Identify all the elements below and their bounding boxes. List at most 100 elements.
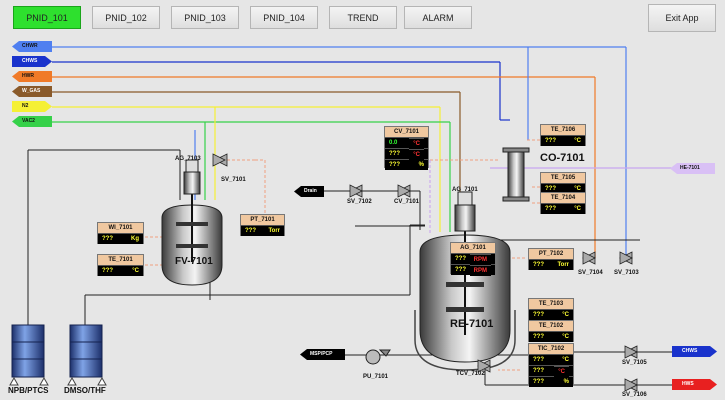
sv-7106-label: SV_7106 [622, 392, 647, 398]
te-7103-unit: °C [562, 312, 569, 318]
ag-7103-label: AG_7103 [175, 156, 201, 162]
fv-7101-label: FV-7101 [175, 256, 213, 267]
header-vac2: VAC2 [12, 116, 52, 127]
te-7105-panel[interactable]: TE_7105 ???°C [540, 172, 586, 194]
sv-7103-label: SV_7103 [614, 270, 639, 276]
ag-7101-pv-unit: RPM [469, 253, 491, 265]
tic-7102-panel[interactable]: TIC_7102 ??? °C ??? °C ???% [528, 343, 574, 387]
te-7103-value: ??? [533, 312, 544, 318]
msp-outlet: MSP/PCP [300, 349, 345, 360]
pt-7102-panel[interactable]: PT_7102 ??? Torr [528, 248, 574, 270]
ag-7101-panel[interactable]: AG_7101 ???RPM ???RPM [450, 242, 496, 276]
cv-7101-title: CV_7101 [393, 129, 420, 135]
header-wgas: W_GAS [12, 86, 52, 97]
tic-7102-title: TIC_7102 [537, 346, 565, 352]
hwr-label: HWR [22, 73, 34, 79]
te-7101-unit: °C [132, 268, 139, 274]
wi-7101-panel[interactable]: WI_7101 ???Kg [97, 222, 144, 244]
n2-label: N2 [22, 103, 29, 109]
tic-7102-sv: ??? [533, 368, 544, 374]
chws-label: CHWS [22, 58, 38, 64]
te-7104-value: ??? [545, 206, 556, 212]
te-7105-title: TE_7105 [550, 175, 576, 181]
tic-7102-pv: ??? [533, 357, 544, 363]
te-7102-panel[interactable]: TE_7102 ??? °C [528, 320, 574, 342]
tab-trend[interactable]: TREND [329, 6, 397, 29]
fv-7101-vessel [161, 159, 223, 286]
ag-7101-label: AG_7101 [452, 187, 478, 193]
wi-7101-unit: Kg [131, 236, 139, 242]
drum-npb [9, 324, 49, 386]
te-7106-unit: °C [574, 138, 581, 144]
header-chwr: CHWR [12, 41, 52, 52]
re-7101-vessel [414, 191, 516, 371]
te-7106-panel[interactable]: TE_7106 ??? °C [540, 124, 586, 146]
re-7101-label: RE-7101 [450, 318, 494, 330]
cv-7101-panel[interactable]: CV_7101 0.0 °C ??? °C ???% [384, 126, 429, 170]
te-7101-title: TE_7101 [108, 257, 133, 263]
pt-7102-unit: Torr [557, 262, 569, 268]
pu-7101-label: PU_7101 [363, 374, 389, 380]
chws-outlet: CHWS [672, 346, 717, 357]
te-7103-panel[interactable]: TE_7103 ??? °C [528, 298, 574, 320]
chwr-label: CHWR [22, 43, 38, 49]
tab-pnid-102[interactable]: PNID_102 [92, 6, 160, 29]
drum-dmso-label: DMSO/THF [64, 386, 106, 395]
ag-7101-title: AG_7101 [460, 245, 486, 251]
exit-app-button[interactable]: Exit App [648, 4, 716, 32]
te-7101-panel[interactable]: TE_7101 ??? °C [97, 254, 144, 276]
pt-7102-value: ??? [533, 262, 544, 268]
header-n2: N2 [12, 101, 52, 112]
pt-7101-unit: Torr [268, 228, 280, 234]
sv-7104-label: SV_7104 [578, 270, 603, 276]
te-7106-value: ??? [545, 138, 556, 144]
tic-7102-mv: ??? [533, 379, 544, 385]
tab-pnid-104[interactable]: PNID_104 [250, 6, 318, 29]
tcv-7102-label: TCV_7102 [456, 371, 485, 377]
drain-outlet: Drain [294, 186, 324, 197]
header-chws: CHWS [12, 56, 52, 67]
ag-7101-sv-unit: RPM [469, 264, 491, 276]
sv-7102-label: SV_7102 [347, 199, 372, 205]
tic-7102-mv-unit: % [563, 379, 569, 385]
pt-7101-panel[interactable]: PT_7101 ??? Torr [240, 214, 285, 236]
tab-pnid-101[interactable]: PNID_101 [13, 6, 81, 29]
cv-7101-sv-unit: °C [409, 148, 424, 160]
vac2-label: VAC2 [22, 118, 35, 124]
cv-7101-label: CV_7101 [394, 199, 420, 205]
te-7104-unit: °C [574, 206, 581, 212]
sv-7105-label: SV_7105 [622, 360, 647, 366]
te-7102-unit: °C [562, 334, 569, 340]
te-7103-title: TE_7103 [538, 301, 564, 307]
cv-7101-mv-unit: % [418, 162, 424, 168]
co-7101-condenser [502, 147, 530, 202]
tab-pnid-103[interactable]: PNID_103 [171, 6, 239, 29]
hws-outlet: HWS [672, 379, 717, 390]
te-7101-value: ??? [102, 268, 113, 274]
ag-7101-pv: ??? [455, 256, 466, 262]
header-hwr: HWR [12, 71, 52, 82]
te-7102-value: ??? [533, 334, 544, 340]
te-7105-unit: °C [574, 186, 581, 192]
ag-7101-sv: ??? [455, 267, 466, 273]
cv-7101-mv: ??? [389, 162, 400, 168]
cv-7101-sv: ??? [389, 151, 400, 157]
he-7101-outlet: HE-7101 [670, 163, 715, 174]
drum-dmso [67, 324, 107, 386]
cv-7101-pv-unit: °C [409, 137, 424, 149]
wgas-label: W_GAS [22, 88, 41, 94]
wi-7101-value: ??? [102, 236, 113, 242]
te-7104-panel[interactable]: TE_7104 ??? °C [540, 192, 586, 214]
te-7102-title: TE_7102 [538, 323, 564, 329]
pt-7101-title: PT_7101 [250, 217, 275, 223]
cv-7101-pv: 0.0 [389, 140, 398, 146]
te-7106-title: TE_7106 [550, 127, 576, 133]
tab-alarm[interactable]: ALARM [404, 6, 472, 29]
tic-7102-pv-unit: °C [562, 357, 569, 363]
pt-7102-title: PT_7102 [538, 251, 564, 257]
te-7104-title: TE_7104 [550, 195, 576, 201]
tic-7102-sv-unit: °C [554, 365, 569, 377]
pt-7101-value: ??? [245, 228, 256, 234]
sv-7101-label: SV_7101 [221, 177, 246, 183]
co-7101-label: CO-7101 [540, 152, 585, 164]
